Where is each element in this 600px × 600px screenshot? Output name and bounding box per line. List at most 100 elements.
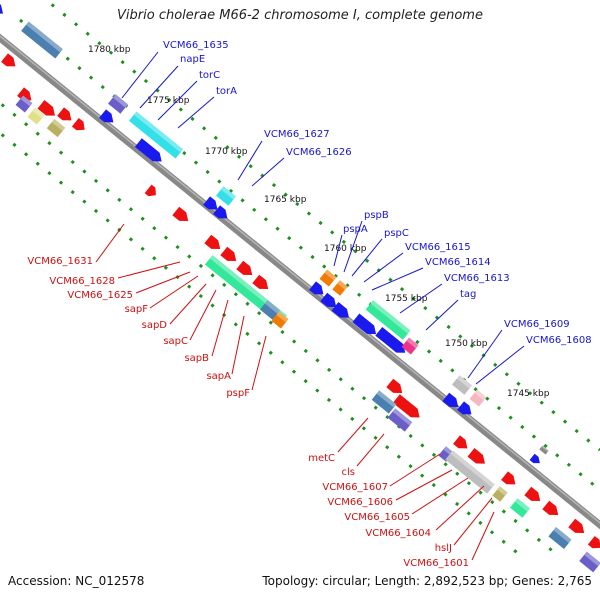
callout-line [157, 80, 198, 121]
callout-line [395, 469, 453, 501]
forward-cds-block-highlight [406, 337, 419, 349]
callout-line [135, 271, 191, 294]
gene-label-reverse: VCM66_1628 [49, 276, 115, 287]
tick-track-group [0, 0, 600, 559]
reverse-callouts [95, 223, 495, 561]
kbp-label: 1765 kbp [264, 195, 307, 205]
reverse-cds-block-highlight [584, 551, 600, 567]
reverse-gene-arrow [71, 117, 85, 131]
reverse-gene-arrow [236, 260, 253, 276]
reverse-cds-block-highlight [51, 118, 66, 132]
gene-label-forward: VCM66_1609 [504, 319, 570, 330]
callout-line [351, 238, 383, 277]
reverse-cds-block-shape [510, 498, 530, 518]
reverse-gene-arrow-shape [252, 274, 269, 290]
forward-cds-block-highlight [26, 21, 63, 53]
reverse-gene-arrow-shape [204, 234, 221, 250]
reverse-gene-arrow [252, 274, 269, 290]
callout-line [139, 65, 179, 109]
reverse-cds-block-highlight [276, 311, 289, 323]
forward-gene-arrow [134, 138, 162, 162]
forward-cds-block [319, 269, 337, 287]
gene-label-reverse: VCM66_1601 [403, 558, 469, 569]
callout-line [95, 223, 125, 263]
tick-track-inner-forward [19, 18, 600, 492]
forward-cds-block [21, 21, 63, 59]
callout-line [425, 299, 459, 331]
reverse-gene-arrow [501, 471, 516, 485]
reverse-gene-arrow-shape [467, 448, 485, 464]
gene-label-forward: VCM66_1613 [444, 273, 510, 284]
forward-gene-arrow [99, 109, 114, 123]
forward-cds-block-shape [539, 445, 549, 455]
forward-gene-labels: VCM66_1635 napE torC torA VCM66_1627 VCM… [163, 40, 592, 346]
forward-cds-block-highlight [133, 111, 184, 153]
forward-cds-block-shape [128, 111, 184, 159]
gene-label-forward: VCM66_1635 [163, 40, 229, 51]
reverse-cds-block [271, 311, 289, 329]
reverse-gene-arrow-shape [17, 87, 32, 101]
callout-line [177, 96, 215, 129]
reverse-gene-arrow [392, 394, 420, 418]
forward-callouts [121, 51, 525, 385]
callout-line [475, 345, 525, 385]
reverse-gene-arrow-shape [501, 471, 516, 485]
gene-label-forward: VCM66_1608 [526, 335, 592, 346]
forward-gene-arrow [442, 392, 459, 408]
kbp-label: 1760 kbp [324, 244, 367, 254]
reverse-gene-arrow-shape [220, 246, 237, 262]
reverse-cds-block-shape [15, 95, 33, 113]
reverse-gene-arrow-shape [392, 394, 420, 418]
forward-gene-arrow-shape [442, 392, 459, 408]
reverse-cds-block-highlight [264, 300, 280, 314]
forward-cds-block-highlight [456, 375, 472, 389]
kbp-label: 1775 kbp [147, 96, 190, 106]
reverse-cds-block [387, 408, 413, 432]
gene-label-reverse: sapA [206, 371, 231, 382]
reverse-cds-block [27, 107, 45, 125]
forward-cds-block-shape [216, 186, 236, 206]
reverse-gene-arrow [568, 518, 585, 534]
forward-cds-block-shape [21, 21, 63, 59]
reverse-gene-arrow [467, 448, 485, 464]
forward-gene-arrow-shape [331, 302, 349, 318]
reverse-cds-block-highlight [450, 450, 495, 488]
kbp-label: 1755 kbp [385, 294, 428, 304]
gene-label-reverse: cls [342, 467, 356, 478]
callout-line [117, 261, 181, 279]
callout-line [237, 140, 263, 181]
reverse-cds-block-highlight [376, 390, 397, 408]
forward-gene-arrow [375, 327, 406, 353]
forward-cds-block-shape [332, 280, 348, 296]
forward-gene-arrow-shape [203, 196, 218, 210]
tick-track-inner-reverse [0, 101, 561, 559]
reverse-gene-arrow-shape [144, 184, 156, 197]
reverse-cds-block [510, 498, 530, 518]
reverse-gene-arrow [57, 107, 72, 121]
reverse-gene-arrow [172, 206, 189, 222]
reverse-gene-arrow-shape [1, 53, 16, 67]
forward-cds-block-highlight [541, 445, 549, 452]
reverse-gene-arrow [587, 535, 600, 549]
reverse-gene-arrow [204, 234, 221, 250]
gene-label-forward: VCM66_1614 [425, 257, 491, 268]
callout-line [411, 477, 469, 515]
feature-track-group [0, 0, 600, 573]
reverse-cds-block-highlight [497, 486, 508, 496]
chromosome-backbone [0, 33, 600, 530]
reverse-cds-block-shape [445, 450, 495, 494]
reverse-cds-block [371, 390, 397, 414]
reverse-gene-arrow [220, 246, 237, 262]
forward-gene-arrow [352, 313, 377, 335]
forward-cds-block-shape [452, 375, 472, 395]
reverse-cds-block [579, 551, 600, 573]
gene-label-reverse: sapB [184, 353, 209, 364]
gene-label-forward: VCM66_1626 [286, 147, 352, 158]
callout-line [251, 335, 267, 391]
reverse-cds-block [260, 300, 280, 320]
callout-line [121, 51, 159, 99]
reverse-cds-block [548, 527, 572, 549]
gene-label-reverse: VCM66_1631 [27, 256, 93, 267]
gene-label-reverse: VCM66_1606 [327, 497, 393, 508]
